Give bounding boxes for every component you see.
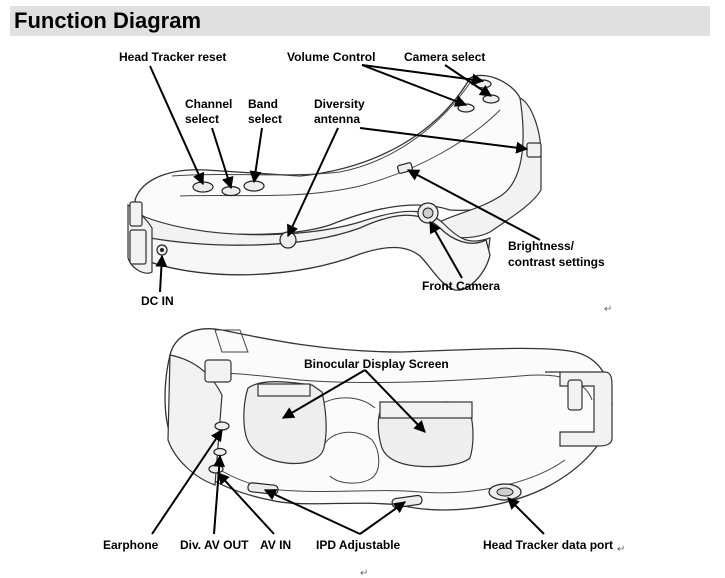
volume-down-button	[457, 103, 475, 113]
return-mark-3: ↵	[360, 568, 368, 578]
div-av-out-jack	[213, 447, 227, 457]
label-brightness-2: contrast settings	[508, 255, 605, 269]
label-volume-control: Volume Control	[287, 50, 375, 64]
label-channel-select-1: Channel	[185, 97, 232, 111]
earphone-jack	[214, 421, 230, 431]
label-brightness-1: Brightness/	[508, 239, 575, 253]
back-left-side	[167, 354, 223, 486]
goggles-back-illustration	[164, 328, 613, 511]
label-diversity-antenna-1: Diversity	[314, 97, 365, 111]
av-in-jack	[208, 464, 224, 474]
top-leader-lines	[149, 64, 541, 293]
return-mark-2: ↵	[617, 544, 625, 555]
label-div-av-out: Div. AV OUT	[180, 538, 249, 552]
return-mark-1: ↵	[604, 304, 612, 315]
label-av-in: AV IN	[260, 538, 291, 552]
label-band-select-1: Band	[248, 97, 278, 111]
label-dc-in: DC IN	[141, 294, 174, 308]
camera-select-button	[482, 94, 500, 104]
goggles-front-illustration	[127, 74, 542, 291]
band-select-button	[243, 180, 265, 192]
title-bar: Function Diagram	[10, 6, 710, 36]
label-front-camera: Front Camera	[422, 279, 500, 293]
label-head-tracker-reset: Head Tracker reset	[119, 50, 226, 64]
bottom-leader-lines	[151, 369, 545, 535]
label-camera-select: Camera select	[404, 50, 485, 64]
right-strap-mount	[526, 142, 542, 158]
label-binocular-display: Binocular Display Screen	[304, 357, 449, 371]
goggles-lower-body	[149, 214, 491, 291]
label-channel-select-2: select	[185, 112, 219, 126]
label-earphone: Earphone	[103, 538, 159, 552]
label-diversity-antenna-2: antenna	[314, 112, 360, 126]
page-title: Function Diagram	[14, 8, 202, 33]
label-ipd-adjustable: IPD Adjustable	[316, 538, 401, 552]
label-head-tracker-data-port: Head Tracker data port	[483, 538, 613, 552]
label-band-select-2: select	[248, 112, 282, 126]
back-right-strap-loop	[545, 371, 613, 447]
